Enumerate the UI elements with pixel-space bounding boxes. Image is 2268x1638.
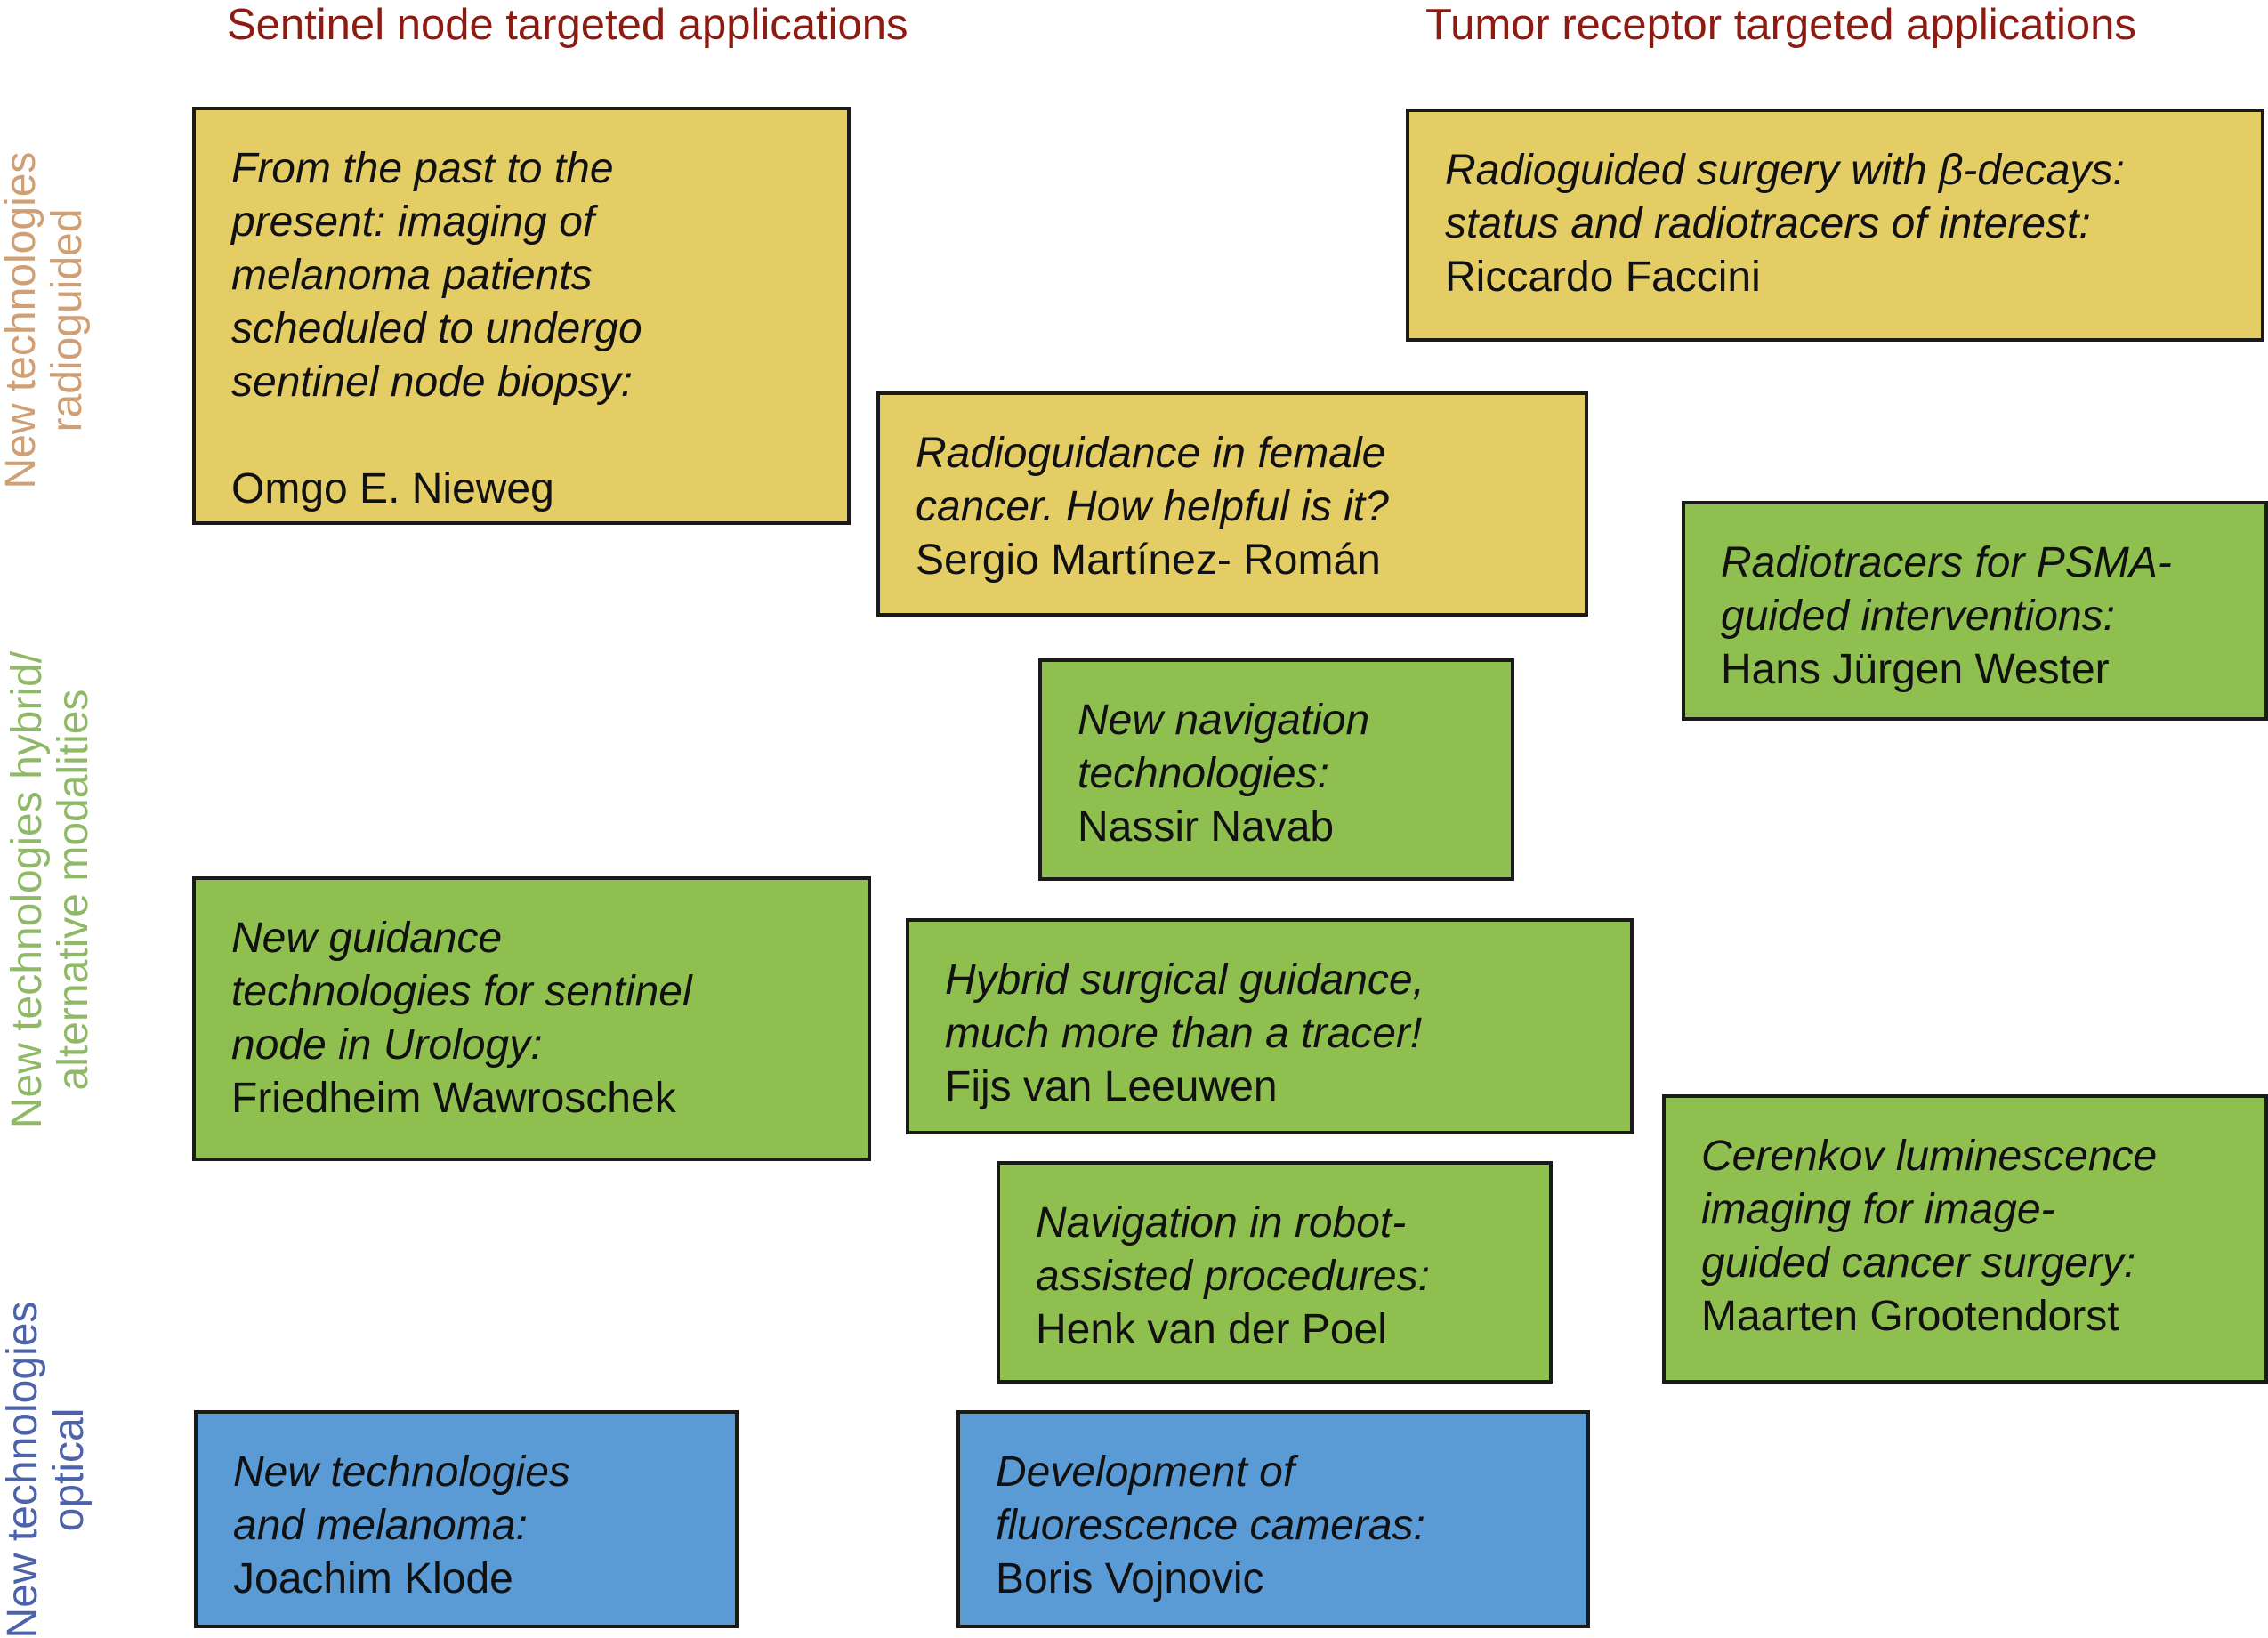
talk-title: Hybrid surgical guidance, much more than… <box>945 956 1425 1057</box>
talk-speaker: Maarten Grootendorst <box>1701 1293 2119 1340</box>
talk-title: New guidance technologies for sentinel n… <box>231 915 692 1069</box>
talk-title: New navigation technologies: <box>1078 697 1370 797</box>
column-header-sentinel-node: Sentinel node targeted applications <box>227 1 908 49</box>
talk-title: Radioguidance in female cancer. How help… <box>916 430 1389 530</box>
talk-title: Radiotracers for PSMA- guided interventi… <box>1721 539 2172 640</box>
talk-speaker: Hans Jürgen Wester <box>1721 646 2110 693</box>
session-box-nieweg: From the past to the present: imaging of… <box>192 107 851 525</box>
session-box-martinez: Radioguidance in female cancer. How help… <box>876 391 1588 617</box>
talk-speaker: Riccardo Faccini <box>1445 254 1761 301</box>
row-label-radioguided: New technologies radioguided <box>0 151 91 489</box>
session-box-klode: New technologies and melanoma: Joachim K… <box>194 1410 739 1628</box>
session-box-grootendorst: Cerenkov luminescence imaging for image-… <box>1662 1094 2268 1384</box>
talk-speaker: Sergio Martínez- Román <box>916 537 1381 584</box>
talk-title: New technologies and melanoma: <box>233 1448 570 1549</box>
talk-title: Cerenkov luminescence imaging for image-… <box>1701 1133 2158 1287</box>
row-label-hybrid-alternative: New technologies hybrid/ alternative mod… <box>4 650 97 1129</box>
session-box-vanderpoel: Navigation in robot- assisted procedures… <box>997 1161 1553 1384</box>
column-header-tumor-receptor: Tumor receptor targeted applications <box>1425 1 2136 49</box>
talk-speaker: Fijs van Leeuwen <box>945 1063 1278 1110</box>
talk-speaker: Friedheim Wawroschek <box>231 1075 676 1122</box>
talk-speaker: Nassir Navab <box>1078 803 1335 851</box>
session-box-navab: New navigation technologies: Nassir Nava… <box>1038 658 1514 881</box>
session-box-wester: Radiotracers for PSMA- guided interventi… <box>1682 501 2268 721</box>
session-box-wawroschek: New guidance technologies for sentinel n… <box>192 876 871 1161</box>
talk-speaker: Henk van der Poel <box>1036 1306 1387 1353</box>
session-box-vanleeuwen: Hybrid surgical guidance, much more than… <box>906 918 1634 1134</box>
talk-title: Development of fluorescence cameras: <box>996 1448 1425 1549</box>
talk-speaker: Omgo E. Nieweg <box>231 465 554 512</box>
session-box-vojnovic: Development of fluorescence cameras: Bor… <box>956 1410 1590 1628</box>
talk-title: From the past to the present: imaging of… <box>231 145 642 406</box>
session-box-faccini: Radioguided surgery with β-decays: statu… <box>1406 109 2264 342</box>
row-label-optical: New technologies optical <box>0 1301 93 1638</box>
talk-title: Radioguided surgery with β-decays: statu… <box>1445 147 2125 247</box>
talk-speaker: Joachim Klode <box>233 1555 513 1602</box>
talk-title: Navigation in robot- assisted procedures… <box>1036 1199 1430 1300</box>
talk-speaker: Boris Vojnovic <box>996 1555 1264 1602</box>
